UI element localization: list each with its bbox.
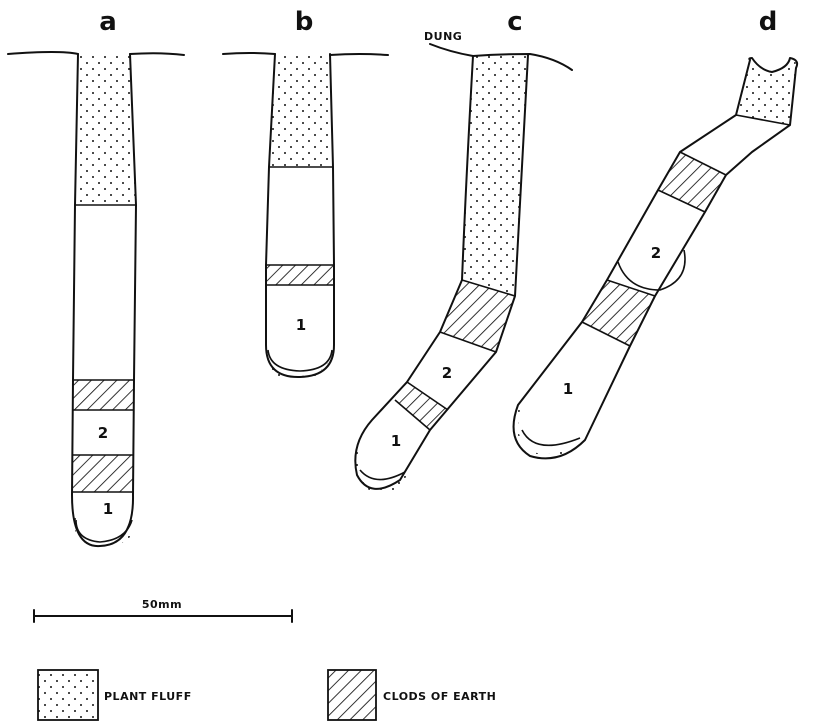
panel-c-label: c (507, 7, 522, 37)
plant-fluff-fill (269, 55, 333, 167)
clods-of-earth-fill (72, 380, 134, 410)
cell-label: 1 (103, 500, 113, 518)
legend-label-plant-fluff: PLANT FLUFF (104, 690, 192, 703)
legend-swatch-clods-of-earth (328, 670, 376, 720)
cell-label: 1 (296, 316, 306, 334)
legend-label-clods-of-earth: CLODS OF EARTH (383, 690, 496, 703)
panel-b-label: b (295, 7, 314, 37)
plant-fluff-fill (356, 446, 410, 494)
panel-c: c DUNG 2 1 (355, 7, 572, 494)
cell-cap (268, 350, 332, 371)
legend: PLANT FLUFF CLODS OF EARTH (38, 670, 496, 720)
clods-of-earth-fill (658, 152, 726, 212)
cell-label: 1 (563, 380, 573, 398)
panel-a-label: a (99, 7, 117, 37)
dung-label: DUNG (424, 30, 462, 43)
chamber-divider (72, 205, 136, 492)
cell-label: 2 (98, 424, 108, 442)
panel-d: d 2 1 (514, 7, 798, 458)
legend-swatch-plant-fluff (38, 670, 98, 720)
panel-a: a 2 1 (8, 7, 184, 548)
clods-of-earth-fill (72, 455, 134, 492)
plant-fluff-fill (74, 515, 132, 548)
scale-bar: 50mm (34, 598, 292, 622)
clods-of-earth-fill (582, 280, 655, 346)
panel-d-label: d (759, 7, 778, 37)
cell-cap (522, 430, 580, 445)
cell-label: 1 (391, 432, 401, 450)
ground-surface (8, 52, 184, 55)
cell-label: 2 (651, 244, 661, 262)
plant-fluff-fill (75, 55, 136, 205)
scale-bar-label: 50mm (142, 598, 182, 611)
cell-cap (360, 470, 405, 480)
clods-of-earth-fill (266, 265, 334, 285)
cell-label: 2 (442, 364, 452, 382)
ground-surface (223, 53, 388, 55)
panel-b: b 1 (223, 7, 388, 380)
